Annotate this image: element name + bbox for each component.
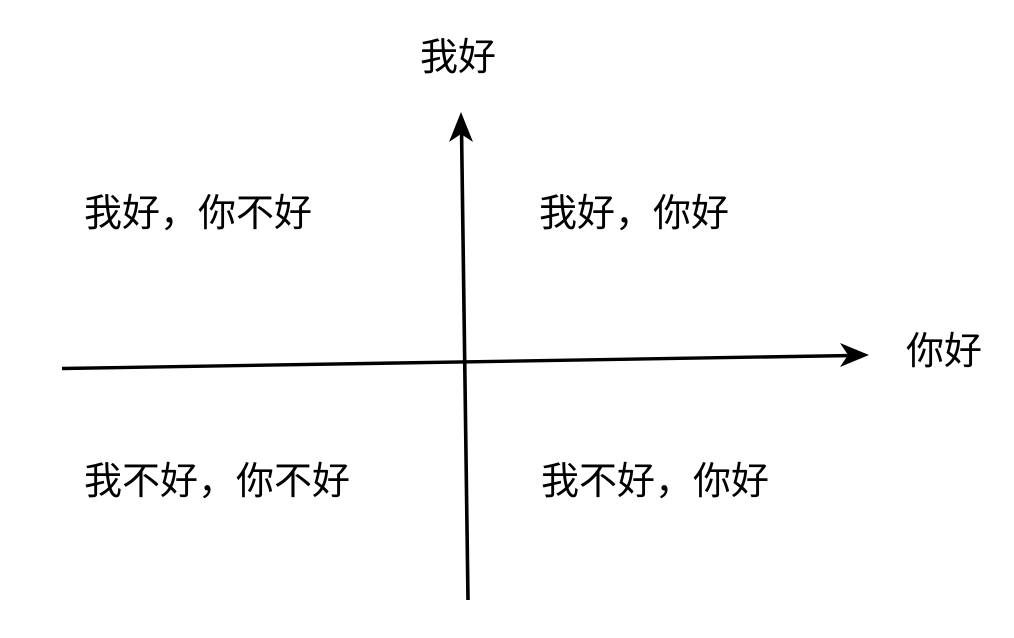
vertical-axis-arrowhead — [449, 112, 473, 142]
horizontal-axis-line — [61, 353, 854, 371]
quadrant-label-top-left: 我好，你不好 — [84, 191, 313, 235]
vertical-axis-label: 我好 — [420, 35, 497, 79]
quadrant-label-bottom-right: 我不好，你好 — [541, 459, 770, 503]
quadrant-label-bottom-left: 我不好，你不好 — [84, 459, 351, 503]
quadrant-label-top-right: 我好，你好 — [539, 191, 730, 235]
horizontal-axis-label: 你好 — [906, 329, 983, 373]
vertical-axis-line — [459, 127, 470, 601]
vertical-axis — [449, 112, 473, 601]
horizontal-axis-arrowhead — [840, 343, 869, 367]
horizontal-axis — [61, 343, 869, 371]
